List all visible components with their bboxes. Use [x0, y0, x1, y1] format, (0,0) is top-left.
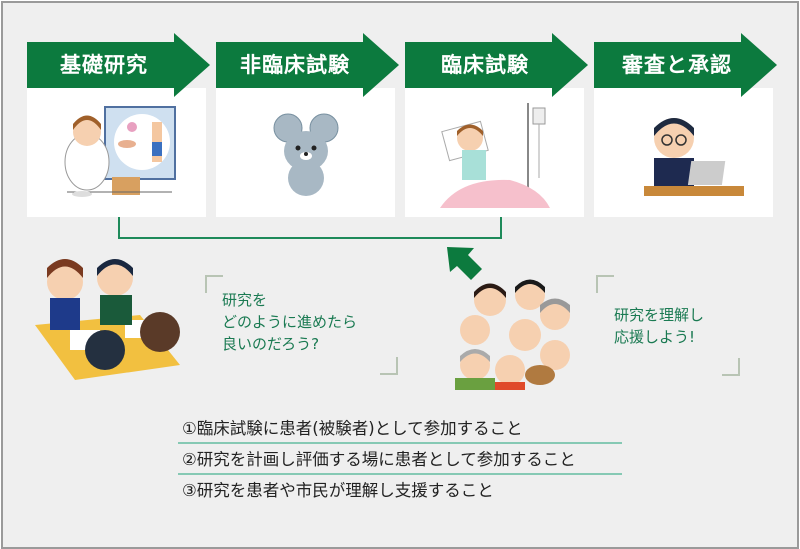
- step-label: 審査と承認: [622, 53, 732, 77]
- patient-iv-bed-icon: [440, 98, 560, 213]
- arrow-right-icon: [363, 33, 399, 97]
- quote-close-bracket: [722, 358, 740, 376]
- step-banner-basic-research: [27, 42, 174, 88]
- step-banner-clinical-trial: [405, 42, 552, 88]
- arrow-up-left-icon: [447, 247, 482, 280]
- list-item: ②研究を計画し評価する場に患者として参加すること: [182, 450, 576, 469]
- feedback-connector-line: [118, 217, 502, 239]
- reviewer-laptop-icon: [629, 106, 749, 206]
- quote-left: 研究を どのように進めたら 良いのだろう?: [222, 291, 358, 353]
- quote-close-bracket: [380, 357, 398, 375]
- step-card-nonclinical: [216, 88, 395, 217]
- step-card-review-approval: [594, 88, 773, 217]
- step-card-basic-research: [27, 88, 206, 217]
- list-item: ①臨床試験に患者(被験者)として参加すること: [182, 419, 523, 438]
- step-label: 非臨床試験: [240, 53, 350, 77]
- step-label: 基礎研究: [60, 53, 148, 77]
- quote-right: 研究を理解し 応援しよう!: [614, 306, 705, 346]
- step-label: 臨床試験: [441, 53, 529, 77]
- cheering-crowd-icon: [445, 270, 595, 390]
- participation-list: ①臨床試験に患者(被験者)として参加すること ②研究を計画し評価する場に患者とし…: [178, 417, 622, 502]
- researcher-lab-icon: [57, 102, 177, 207]
- quote-open-bracket: [205, 275, 223, 293]
- step-card-clinical-trial: [405, 88, 584, 217]
- mouse-icon: [266, 106, 346, 201]
- meeting-group-icon: [30, 250, 190, 385]
- step-banner-nonclinical: [216, 42, 363, 88]
- step-banner-review-approval: [594, 42, 741, 88]
- list-separator: [178, 473, 622, 475]
- arrow-right-icon: [174, 33, 210, 97]
- arrow-right-icon: [741, 33, 777, 97]
- list-separator: [178, 442, 622, 444]
- quote-open-bracket: [596, 275, 614, 293]
- list-item: ③研究を患者や市民が理解し支援すること: [182, 481, 494, 500]
- arrow-right-icon: [552, 33, 588, 97]
